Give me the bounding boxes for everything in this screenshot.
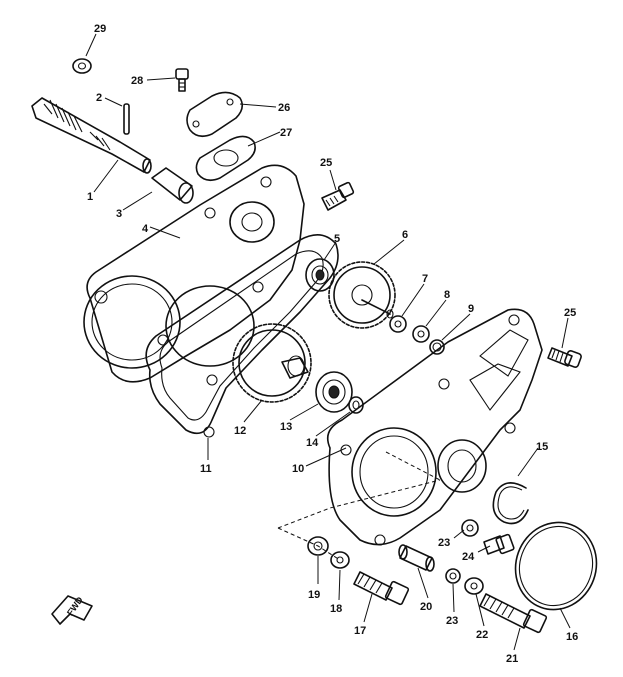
part-28-bolt [175, 68, 189, 92]
callout-14: 14 [306, 437, 319, 449]
part-5-bearing [305, 258, 335, 292]
callout-3: 3 [116, 208, 122, 220]
part-13-bearing [315, 371, 353, 413]
part-2-pin [123, 103, 130, 135]
callout-8: 8 [444, 289, 450, 301]
fwd-label: FWD [65, 595, 85, 618]
part-6-gear [328, 261, 396, 329]
part-20-dowel [398, 544, 435, 572]
callout-4: 4 [142, 223, 149, 235]
leader-lines [85, 33, 571, 651]
callout-19: 19 [308, 589, 320, 601]
callout-22: 22 [476, 629, 488, 641]
part-17-bolt [353, 571, 410, 606]
callout-25-upper: 25 [320, 157, 332, 169]
part-24-bolt [483, 533, 515, 555]
callout-20: 20 [420, 601, 432, 613]
part-21-bolt [479, 593, 548, 634]
callout-1: 1 [87, 191, 93, 203]
part-7-washer [389, 315, 407, 333]
callout-5: 5 [334, 233, 340, 245]
part-12-gear [232, 323, 312, 403]
callout-28: 28 [131, 75, 143, 87]
part-26-cover-plate [186, 91, 244, 138]
part-23-washer-lower [445, 568, 461, 584]
part-23-washer-upper [461, 519, 479, 537]
part-25-bolt-upper [321, 181, 355, 211]
part-29-washer [72, 58, 92, 74]
callout-15: 15 [536, 441, 548, 453]
part-1-shaft [31, 97, 152, 174]
part-10-outer-cover [326, 308, 543, 546]
callout-27: 27 [280, 127, 292, 139]
callout-17: 17 [354, 625, 366, 637]
callout-18: 18 [330, 603, 342, 615]
callout-6: 6 [402, 229, 408, 241]
part-16-o-ring [514, 521, 598, 611]
callout-29: 29 [94, 23, 106, 35]
callout-16: 16 [566, 631, 578, 643]
assembly-lines [277, 451, 441, 561]
callout-11: 11 [200, 463, 212, 475]
callout-25-right: 25 [564, 307, 576, 319]
part-15-circlip [492, 482, 529, 525]
part-27-gasket [195, 135, 256, 182]
callout-13: 13 [280, 421, 292, 433]
part-8-washer [412, 325, 430, 343]
callout-2: 2 [96, 92, 102, 104]
callout-21: 21 [506, 653, 518, 665]
part-19-washer [307, 536, 329, 556]
fwd-arrow-icon [51, 595, 93, 625]
callout-9: 9 [468, 303, 474, 315]
part-4-case-half [83, 164, 305, 383]
callout-24: 24 [462, 551, 475, 563]
callout-23-upper: 23 [438, 537, 450, 549]
callout-7: 7 [422, 273, 428, 285]
callout-10: 10 [292, 463, 304, 475]
callout-26: 26 [278, 102, 290, 114]
part-18-washer [330, 551, 350, 569]
part-22-washer [464, 577, 484, 595]
part-25-bolt-right [547, 347, 582, 368]
callout-23-lower: 23 [446, 615, 458, 627]
part-3-collar [151, 167, 194, 204]
callout-12: 12 [234, 425, 246, 437]
